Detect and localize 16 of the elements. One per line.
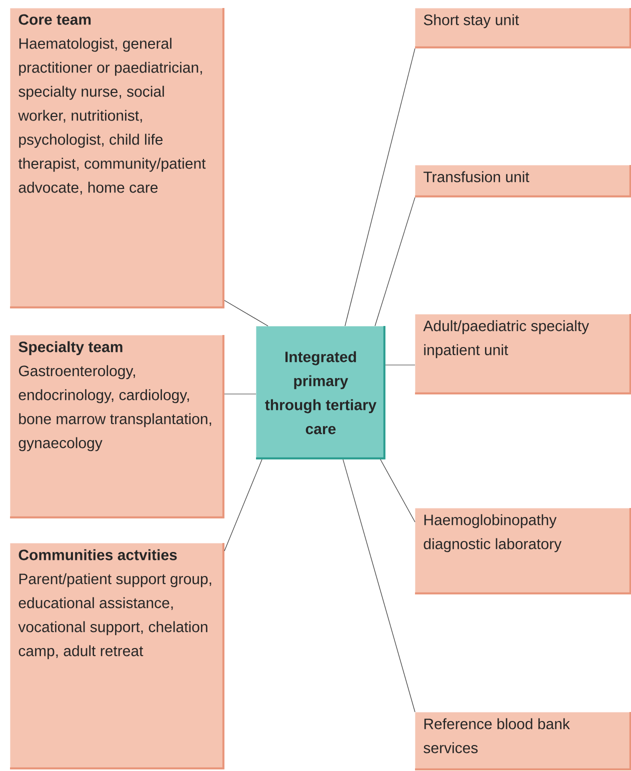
- info-box: Transfusion unit: [415, 165, 631, 198]
- connector-line: [342, 459, 416, 712]
- hub-box: Integrated primary through tertiary care: [256, 326, 386, 460]
- info-box: Adult/paediatric specialty inpatient unit: [415, 314, 631, 394]
- connector-line: [224, 459, 262, 552]
- info-box: Short stay unit: [415, 8, 631, 48]
- connector-line: [374, 197, 416, 326]
- info-box: Specialty team Gastroenterology, endocrinology, cardiology, bone marrow transplantation, gynaecology: [10, 335, 224, 518]
- info-box: Core team Haematologist, general practitioner or paediatrician, specialty nurse, social worker, nutritionist, psychologist, child life therapist, community/patient advocate, home care: [10, 8, 224, 308]
- info-box: Reference blood bank services: [415, 712, 631, 770]
- info-box: Communities actvities Parent/patient support group, educational assistance, vocational support, chelation camp, adult retreat: [10, 543, 224, 770]
- connector-line: [385, 364, 416, 366]
- info-box: Haemoglobinopathy diagnostic laboratory: [415, 508, 631, 594]
- connector-line: [380, 459, 416, 522]
- connector-line: [344, 48, 416, 326]
- connector-line: [224, 300, 268, 326]
